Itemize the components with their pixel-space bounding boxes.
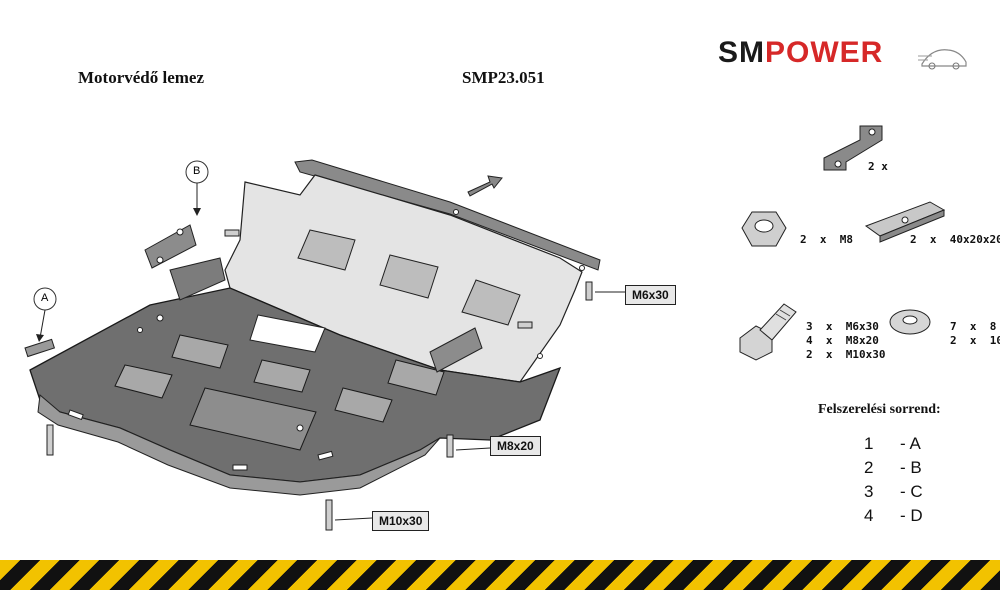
plate-qty: 2 x 40x20x20	[910, 233, 1000, 246]
callout-m8x20: M8x20	[490, 436, 541, 456]
part-a	[24, 338, 56, 358]
brand-logo: SMPOWER	[718, 36, 883, 70]
center-cutout	[249, 314, 326, 353]
assembly-step: 3- C	[864, 482, 923, 501]
bracket-b	[144, 224, 197, 269]
bracket-c	[429, 327, 483, 373]
callout-a-label: A	[41, 292, 49, 304]
spacer-plate-icon	[864, 201, 946, 243]
assembly-steps: 1- A 2- B 3- C 4- D	[864, 434, 923, 530]
assembly-step: 4- D	[864, 506, 923, 525]
upper-panel-vents	[297, 229, 521, 326]
left-wing	[169, 257, 226, 301]
mounting-holes	[137, 209, 585, 432]
washer-qty: 7 x 8 2 x 10	[950, 320, 1000, 347]
assembly-step: 2- B	[864, 458, 922, 477]
page-title: Motorvédő lemez	[78, 68, 205, 87]
callout-m6x30: M6x30	[625, 285, 676, 305]
skid-plate-diagram	[24, 159, 625, 531]
part-code: SMP23.051	[462, 68, 545, 87]
assembly-step: 1- A	[864, 434, 921, 453]
callout-m10x30: M10x30	[372, 511, 430, 531]
washer-icon	[889, 309, 931, 335]
nut-qty: 2 x M8	[800, 233, 853, 246]
bracket-qty: 2 x	[868, 160, 888, 173]
bracket-icon	[823, 125, 883, 171]
diagram-bolts	[46, 229, 593, 531]
bolt-qty: 3 x M6x30 4 x M8x20 2 x M10x30	[806, 320, 886, 361]
mounting-slots	[67, 409, 334, 471]
logo-power: POWER	[765, 36, 884, 69]
assembly-order-title: Felszerelési sorrend:	[818, 402, 941, 417]
logo-sm: SM	[718, 36, 765, 69]
service-hatch	[189, 387, 317, 451]
car-silhouette-icon	[918, 49, 967, 70]
hazard-stripe	[0, 560, 1000, 590]
nut-icon	[741, 211, 787, 247]
callout-b-label: B	[193, 165, 201, 177]
bolt-icon	[739, 303, 797, 361]
direction-arrow	[467, 175, 503, 197]
plate-lip	[37, 394, 441, 496]
main-plate-vents	[114, 334, 445, 423]
